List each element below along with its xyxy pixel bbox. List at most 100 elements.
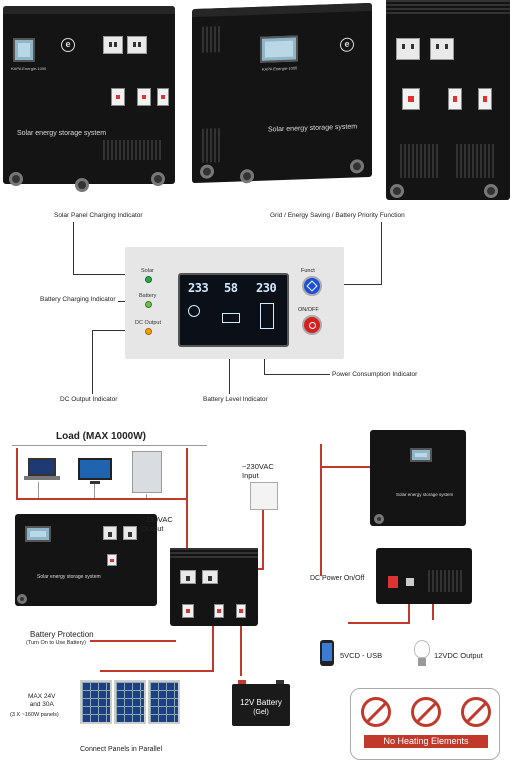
solar-panel-2 — [114, 680, 146, 724]
wire — [432, 590, 434, 620]
breaker-switch — [448, 88, 462, 110]
tv-stand — [90, 481, 100, 484]
solar-panel-3 — [148, 680, 180, 724]
no-heating-banner: No Heating Elements — [364, 735, 488, 748]
battery-icon: 12V Battery (Gel) — [232, 680, 290, 726]
battery-label: 12V Battery — [240, 698, 282, 707]
ac-socket-2 — [202, 570, 218, 584]
vent — [456, 144, 496, 178]
battery-indicator-label: Battery — [139, 293, 157, 299]
wire — [320, 466, 370, 468]
ac-socket-1 — [396, 38, 420, 60]
wheel-icon — [9, 172, 23, 186]
wire — [186, 448, 188, 550]
battery-level-icon — [222, 313, 240, 323]
terminal-negative — [276, 680, 284, 684]
dc-power-label: DC Power On/Off — [310, 575, 365, 582]
wheel-icon — [17, 594, 27, 604]
wire — [94, 484, 95, 498]
power-icon — [309, 322, 316, 329]
leader-line — [92, 330, 144, 331]
laptop-base — [24, 476, 60, 480]
wire — [16, 498, 188, 500]
model-name-front: KAPA Energie-1000 — [11, 66, 47, 71]
wire — [146, 494, 147, 498]
battery-protection-note: (Turn On to Use Battery) — [26, 640, 87, 646]
breaker-switch — [236, 604, 246, 618]
wire — [100, 670, 214, 672]
funct-button-label: Funct — [301, 268, 315, 274]
callout-battery-charging: Battery Charging Indicator — [40, 296, 116, 303]
vac-output-label: ~230VAC Output — [141, 515, 173, 533]
breaker-switch — [214, 604, 224, 618]
battery-led-icon — [145, 301, 152, 308]
funct-button[interactable] — [302, 276, 322, 296]
wire — [212, 624, 214, 672]
leader-line — [326, 284, 382, 285]
ac-socket-1 — [103, 526, 117, 540]
leader-line — [73, 274, 141, 275]
ac-socket-2 — [127, 36, 147, 54]
wheel-icon — [200, 164, 214, 179]
wheel-icon — [350, 159, 364, 174]
vent — [202, 128, 222, 163]
ac-socket-1 — [103, 36, 123, 54]
display-value-3: 230 — [256, 281, 277, 295]
wire — [252, 568, 264, 570]
display-value-2: 58 — [224, 281, 238, 295]
wheel-icon — [75, 178, 89, 192]
inverter-side-label: Solar energy storage system — [396, 492, 454, 497]
bulb-base — [418, 658, 426, 666]
diamond-icon — [306, 280, 318, 292]
breaker-switch — [402, 88, 420, 110]
dc-switch-icon — [388, 576, 398, 588]
breaker-switch — [157, 88, 169, 106]
ac-socket-2 — [123, 526, 137, 540]
load-level-icon — [260, 303, 274, 329]
dc-output-indicator-label: DC Output — [135, 320, 161, 326]
leader-line — [264, 374, 330, 375]
callout-dc-output: DC Output Indicator — [60, 396, 118, 403]
terminal-positive — [238, 680, 246, 684]
wall-socket-icon — [250, 482, 278, 510]
usb-port-icon — [406, 578, 414, 586]
leader-line — [229, 328, 230, 394]
phone-screen — [322, 643, 332, 661]
brand-logo-icon: e — [340, 37, 354, 52]
battery-type: (Gel) — [253, 709, 269, 716]
callout-grid-energy-saving: Grid / Energy Saving / Battery Priority … — [270, 212, 405, 219]
light-bulb-icon — [414, 640, 430, 658]
wire — [348, 622, 410, 624]
lcd-display: 233 58 230 — [178, 273, 289, 347]
ac-socket-2 — [430, 38, 454, 60]
breaker-switch — [107, 554, 117, 566]
inverter-rear-photo — [170, 548, 258, 626]
max-spec-label: MAX 24V and 30A — [28, 693, 56, 708]
inverter-dc-side-photo — [376, 548, 472, 604]
tv-icon — [78, 458, 112, 480]
load-title: Load (MAX 1000W) — [56, 431, 147, 442]
no-iron-icon — [411, 697, 441, 727]
wire — [262, 510, 264, 570]
vent — [170, 548, 258, 558]
model-name-side: KAPA Energie-1000 — [262, 65, 298, 72]
wire — [90, 640, 176, 642]
connect-panels-label: Connect Panels in Parallel — [80, 746, 163, 753]
wire — [38, 482, 39, 498]
solar-led-icon — [145, 276, 152, 283]
product-photo-side: e KAPA Energie-1000 Solar energy storage… — [192, 2, 372, 184]
solar-panel-1 — [80, 680, 112, 724]
dc-output-12v-label: 12VDC Output — [434, 651, 483, 660]
breaker-switch — [478, 88, 492, 110]
vent — [103, 140, 163, 160]
wire — [240, 624, 242, 676]
wire — [320, 444, 322, 576]
wheel-icon — [374, 514, 384, 524]
inverter-side-photo: Solar energy storage system — [370, 430, 466, 526]
breaker-switch — [111, 88, 125, 106]
callout-solar-panel-charging: Solar Panel Charging Indicator — [54, 212, 143, 219]
onoff-button[interactable] — [302, 315, 322, 335]
callout-battery-level: Battery Level Indicator — [203, 396, 268, 403]
dc-output-led-icon — [145, 328, 152, 335]
smartphone-icon — [320, 640, 334, 666]
